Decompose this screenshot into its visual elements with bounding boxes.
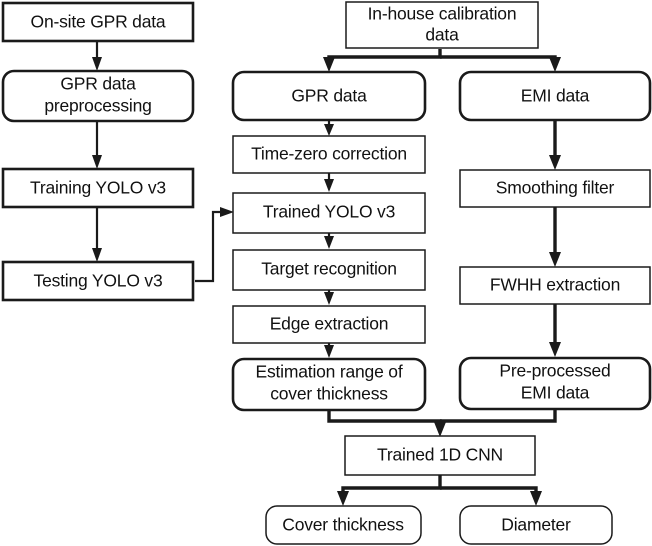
- node-trained-1d-cnn[interactable]: Trained 1D CNN: [344, 435, 536, 476]
- node-preprocessed-emi-data-label-line2: EMI data: [521, 383, 590, 403]
- node-cover-thickness[interactable]: Cover thickness: [265, 505, 422, 545]
- node-in-house-calibration-data[interactable]: In-house calibration data: [345, 1, 539, 49]
- arrowhead-calibration-to-gpr-data: [323, 57, 335, 72]
- arrowhead-smoothing-to-fwhh: [549, 252, 561, 267]
- node-edge-extraction-box[interactable]: [232, 305, 426, 344]
- arrowhead-calibration-to-emi-data: [549, 57, 561, 72]
- node-cover-thickness-label: Cover thickness: [282, 515, 404, 535]
- node-diameter[interactable]: Diameter: [459, 505, 613, 545]
- node-emi-data[interactable]: EMI data: [458, 70, 652, 122]
- node-in-house-calibration-data-box[interactable]: [345, 1, 539, 49]
- node-gpr-data-box[interactable]: [231, 70, 427, 122]
- node-time-zero-correction-box[interactable]: [232, 135, 426, 174]
- arrowhead-preprocessing-to-training: [92, 155, 102, 169]
- arrowhead-testing-to-trained-yolo: [220, 207, 234, 217]
- edge-calibration-split: [327, 49, 442, 63]
- node-trained-1d-cnn-label: Trained 1D CNN: [377, 445, 503, 465]
- node-gpr-data-preprocessing-label-line1: GPR data: [60, 74, 136, 94]
- node-smoothing-filter-box[interactable]: [459, 169, 651, 208]
- node-smoothing-filter[interactable]: Smoothing filter: [459, 169, 651, 208]
- node-gpr-data-preprocessing-label-line2: preprocessing: [44, 96, 151, 116]
- node-fwhh-extraction-label: FWHH extraction: [490, 275, 620, 295]
- node-gpr-data[interactable]: GPR data: [231, 70, 427, 122]
- node-time-zero-correction-label: Time-zero correction: [251, 144, 407, 164]
- node-gpr-data-preprocessing-box[interactable]: [1, 69, 195, 123]
- node-preprocessed-emi-data-box[interactable]: [458, 356, 652, 411]
- node-target-recognition[interactable]: Target recognition: [232, 249, 426, 291]
- node-target-recognition-box[interactable]: [232, 249, 426, 291]
- arrowhead-gpr-data-to-timezero: [324, 124, 334, 136]
- node-onsite-gpr-data[interactable]: On-site GPR data: [1, 1, 195, 43]
- node-in-house-calibration-data-label-line1: In-house calibration: [368, 4, 517, 24]
- arrowhead-emi-data-to-smoothing: [549, 155, 561, 170]
- arrowhead-trained-cnn-to-diameter: [530, 491, 542, 506]
- node-gpr-data-preprocessing[interactable]: GPR data preprocessing: [1, 69, 195, 123]
- arrowhead-training-to-testing: [92, 248, 102, 262]
- node-preprocessed-emi-data-label-line1: Pre-processed: [499, 361, 610, 381]
- node-training-yolo-v3[interactable]: Training YOLO v3: [1, 167, 195, 209]
- node-trained-yolo-v3[interactable]: Trained YOLO v3: [232, 192, 426, 234]
- node-fwhh-extraction[interactable]: FWHH extraction: [459, 266, 651, 305]
- node-onsite-gpr-data-label: On-site GPR data: [31, 12, 166, 32]
- node-smoothing-filter-label: Smoothing filter: [496, 178, 615, 198]
- arrowhead-trained-yolo-to-target: [324, 236, 334, 249]
- connector-layer: [92, 40, 561, 506]
- node-training-yolo-v3-label: Training YOLO v3: [30, 178, 166, 198]
- arrowhead-timezero-to-trained-yolo: [324, 179, 334, 192]
- node-estimation-range-label-line1: Estimation range of: [256, 362, 403, 382]
- arrowhead-fwhh-to-preprocessed-emi: [549, 342, 561, 357]
- node-diameter-box[interactable]: [459, 505, 613, 545]
- node-fwhh-extraction-box[interactable]: [459, 266, 651, 305]
- arrowhead-onsite-to-preprocessing: [92, 57, 102, 71]
- node-time-zero-correction[interactable]: Time-zero correction: [232, 135, 426, 174]
- node-estimation-range-of-cover-thickness-box[interactable]: [231, 357, 427, 412]
- node-onsite-gpr-data-box[interactable]: [1, 1, 195, 43]
- node-testing-yolo-v3-box[interactable]: [1, 260, 195, 302]
- arrowhead-edge-extraction-to-estimation: [324, 345, 334, 358]
- arrowhead-merge-to-trained-cnn: [434, 422, 446, 437]
- arrowhead-target-to-edge-extraction: [324, 292, 334, 305]
- node-testing-yolo-v3-label: Testing YOLO v3: [34, 271, 163, 291]
- node-gpr-data-label: GPR data: [291, 86, 367, 106]
- node-trained-yolo-v3-label: Trained YOLO v3: [263, 202, 395, 222]
- node-trained-1d-cnn-box[interactable]: [344, 435, 536, 476]
- node-estimation-range-label-line2: cover thickness: [270, 384, 388, 404]
- edge-trained-cnn-split-right: [440, 486, 538, 496]
- edge-calibration-split-right: [440, 55, 557, 63]
- node-diameter-label: Diameter: [501, 515, 571, 535]
- node-training-yolo-v3-box[interactable]: [1, 167, 195, 209]
- node-estimation-range-of-cover-thickness[interactable]: Estimation range of cover thickness: [231, 357, 427, 412]
- node-emi-data-label: EMI data: [521, 86, 590, 106]
- node-cover-thickness-box[interactable]: [265, 505, 422, 545]
- node-testing-yolo-v3[interactable]: Testing YOLO v3: [1, 260, 195, 302]
- node-preprocessed-emi-data[interactable]: Pre-processed EMI data: [458, 356, 652, 411]
- node-edge-extraction-label: Edge extraction: [270, 314, 389, 334]
- node-edge-extraction[interactable]: Edge extraction: [232, 305, 426, 344]
- node-in-house-calibration-data-label-line2: data: [425, 25, 459, 45]
- edge-testing-to-trained-yolo: [195, 210, 226, 283]
- node-trained-yolo-v3-box[interactable]: [232, 192, 426, 234]
- arrowhead-trained-cnn-to-cover-thickness: [337, 491, 349, 506]
- node-emi-data-box[interactable]: [458, 70, 652, 122]
- node-target-recognition-label: Target recognition: [261, 259, 397, 279]
